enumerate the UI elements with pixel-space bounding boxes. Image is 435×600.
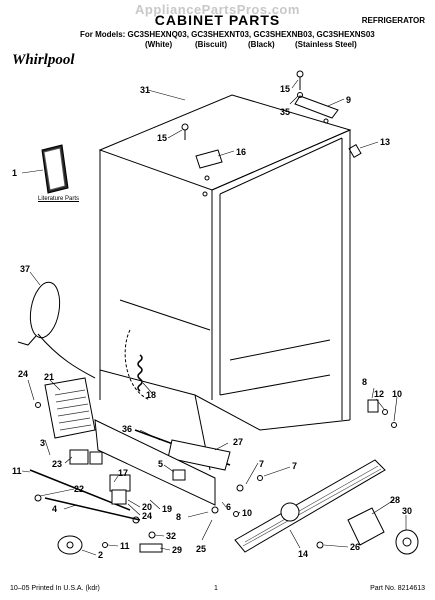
callout-31: 31 xyxy=(140,85,150,95)
callout-18: 18 xyxy=(146,390,156,400)
callout-25: 25 xyxy=(196,544,206,554)
callout-7: 7 xyxy=(292,461,297,471)
callout-14: 14 xyxy=(298,549,308,559)
callout-5: 5 xyxy=(158,459,163,469)
callout-21: 21 xyxy=(44,372,54,382)
callout-22: 22 xyxy=(74,484,84,494)
callout-23: 23 xyxy=(52,459,62,469)
callout-26: 26 xyxy=(350,542,360,552)
callout-36: 36 xyxy=(122,424,132,434)
callout-17: 17 xyxy=(118,468,128,478)
callout-29: 29 xyxy=(172,545,182,555)
callout-20: 20 xyxy=(142,502,152,512)
callout-28: 28 xyxy=(390,495,400,505)
callout-15: 15 xyxy=(157,133,167,143)
callout-3: 3 xyxy=(40,438,45,448)
literature-label: Literature Parts xyxy=(38,196,80,202)
callout-19: 19 xyxy=(162,504,172,514)
callout-8: 8 xyxy=(362,377,367,387)
callout-24: 24 xyxy=(142,511,152,521)
callout-16: 16 xyxy=(236,147,246,157)
callout-2: 2 xyxy=(98,550,103,560)
callout-4: 4 xyxy=(52,504,57,514)
callout-12: 12 xyxy=(374,389,384,399)
page-title: CABINET PARTS xyxy=(154,12,281,28)
models-line: For Models: GC3SHEXNQ03, GC3SHEXNT03, GC… xyxy=(80,30,375,39)
callout-27: 27 xyxy=(233,437,243,447)
callout-37: 37 xyxy=(20,264,30,274)
callout-24: 24 xyxy=(18,369,28,379)
callout-1: 1 xyxy=(12,168,17,178)
category-label: REFRIGERATOR xyxy=(361,16,425,25)
watermark: AppliancePartsPros.com xyxy=(135,2,300,17)
callout-35: 35 xyxy=(280,107,290,117)
callout-9: 9 xyxy=(346,95,351,105)
color-stainless: (Stainless Steel) xyxy=(295,40,357,49)
footer-part-number: Part No. 8214613 xyxy=(370,585,425,592)
color-black: (Black) xyxy=(248,40,275,49)
callout-11: 11 xyxy=(12,466,22,476)
color-white: (White) xyxy=(145,40,173,49)
callout-30: 30 xyxy=(402,506,412,516)
footer-page-number: 1 xyxy=(214,585,218,592)
callout-6: 6 xyxy=(226,502,231,512)
callout-10: 10 xyxy=(242,508,252,518)
brand-logo: Whirlpool xyxy=(12,52,75,68)
callout-7: 7 xyxy=(259,459,264,469)
callout-8: 8 xyxy=(176,512,181,522)
callout-11: 11 xyxy=(120,541,130,551)
color-biscuit: (Biscuit) xyxy=(195,40,227,49)
callout-15: 15 xyxy=(280,84,290,94)
callout-32: 32 xyxy=(166,531,176,541)
callout-13: 13 xyxy=(380,137,390,147)
callout-10: 10 xyxy=(392,389,402,399)
footer-print-info: 10–05 Printed In U.S.A. (kdr) xyxy=(10,585,100,592)
